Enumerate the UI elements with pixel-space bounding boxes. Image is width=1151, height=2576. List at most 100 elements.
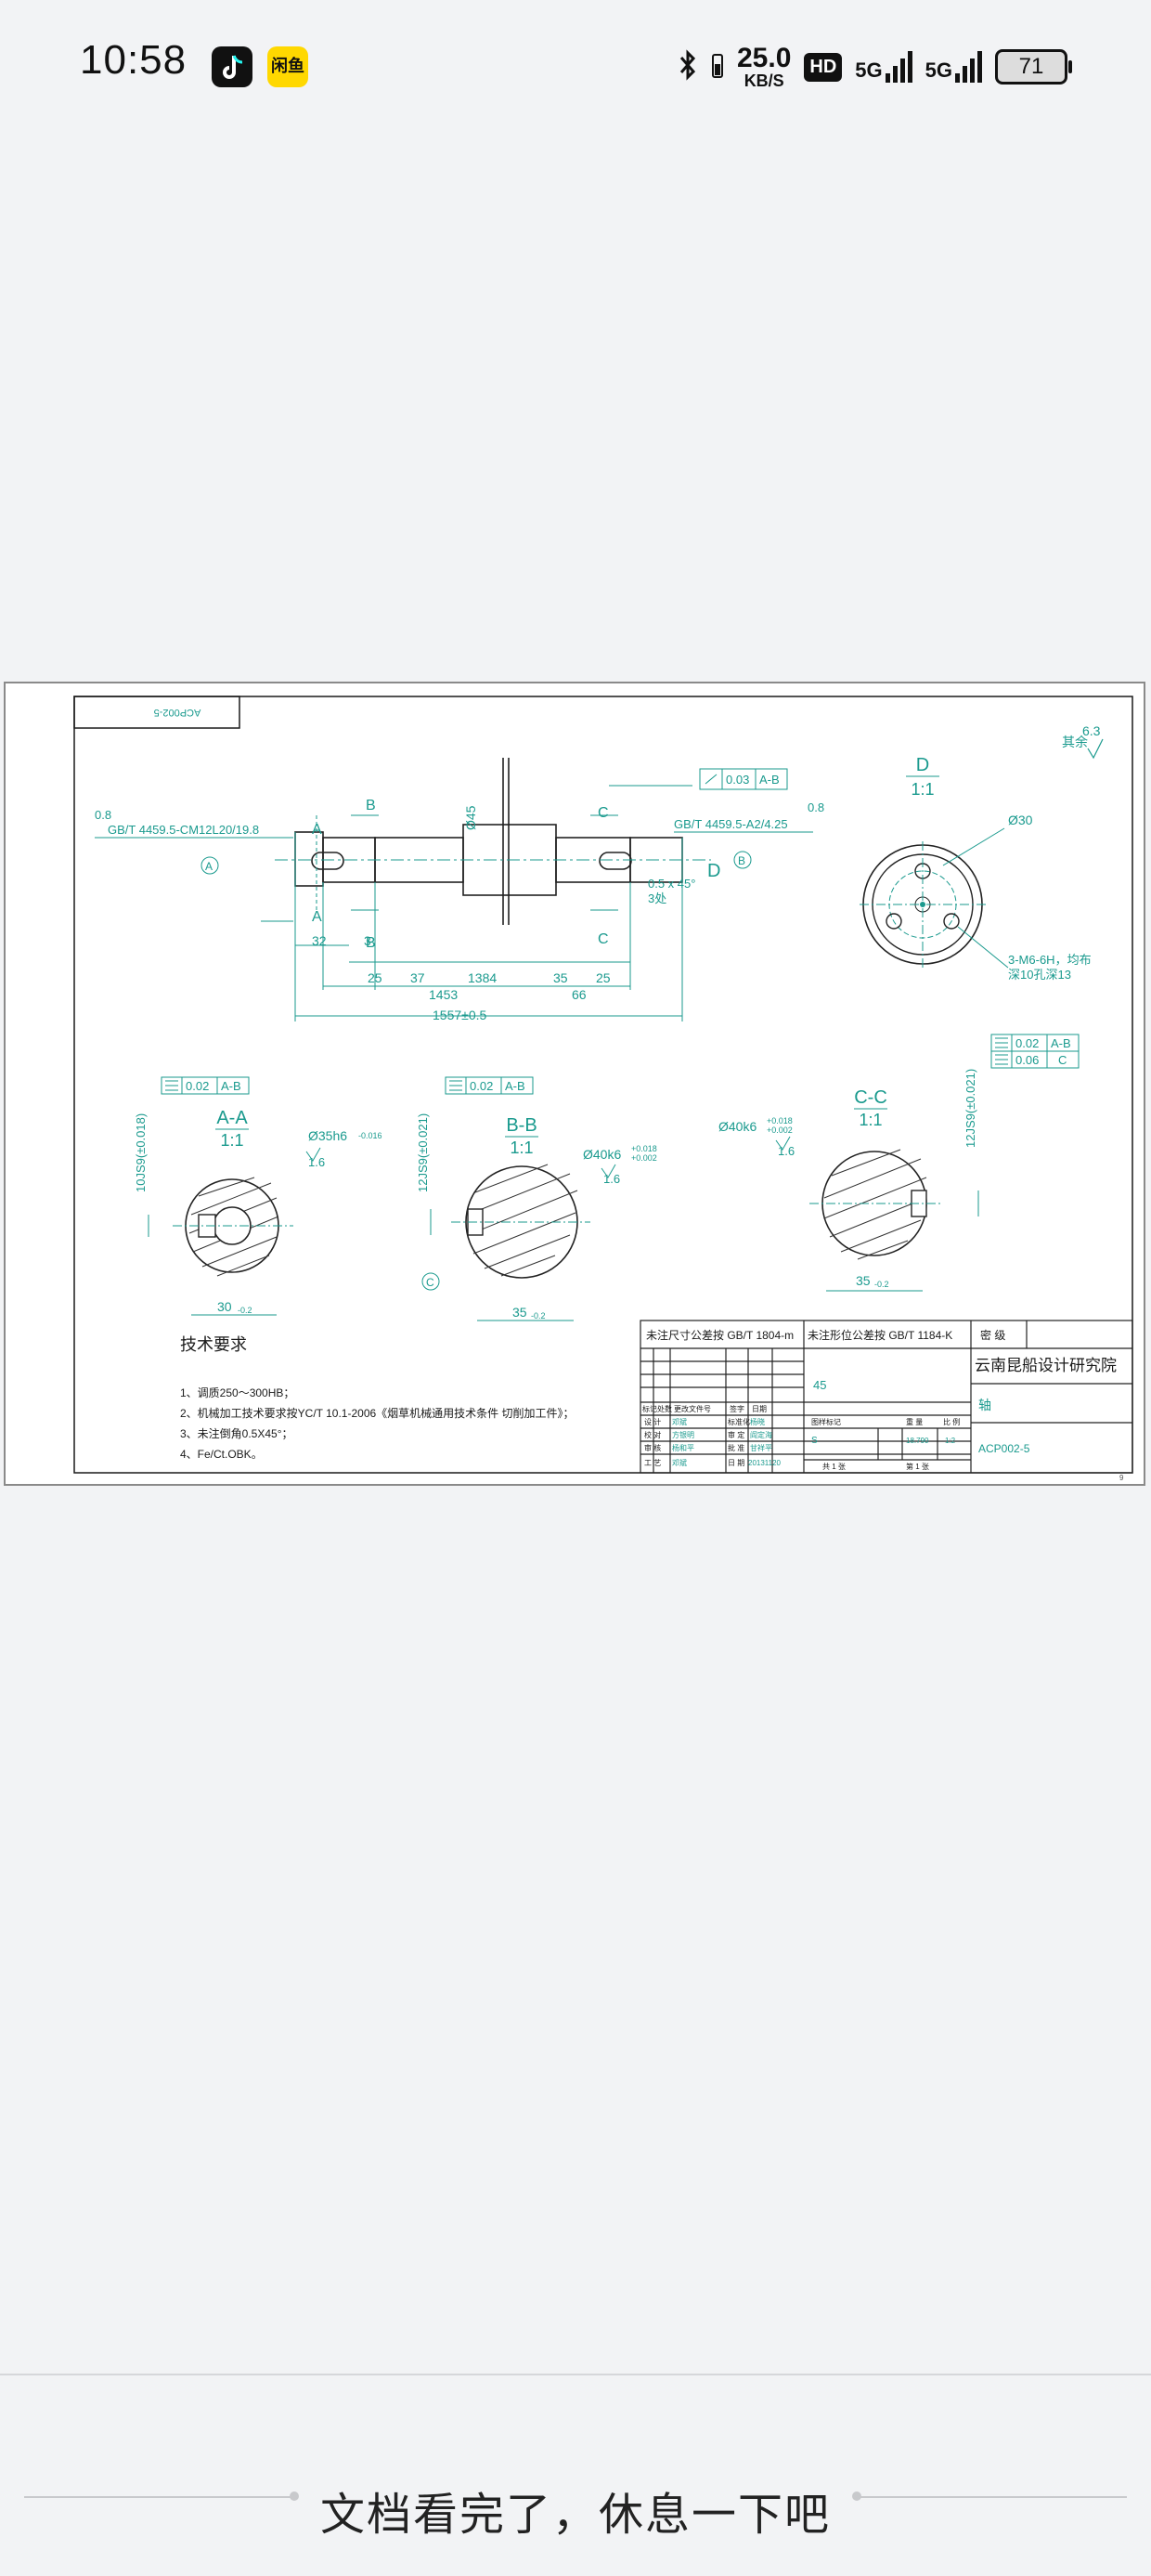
svg-text:35: 35 [856,1273,871,1288]
section-label-b-top: B [366,798,376,813]
svg-text:C: C [426,1276,434,1289]
svg-text:18.790: 18.790 [906,1437,929,1445]
svg-text:+0.018: +0.018 [767,1116,793,1125]
right-center-hole-note: GB/T 4459.5-A2/4.25 [674,817,788,831]
top-tolerance-frame: 0.03 A-B [699,768,788,790]
roughness-main: 6.3 [1082,723,1101,738]
svg-text:工 艺: 工 艺 [644,1459,661,1467]
svg-text:25: 25 [368,970,382,985]
svg-text:未注形位公差按 GB/T 1184-K: 未注形位公差按 GB/T 1184-K [808,1328,952,1342]
left-center-hole-note: GB/T 4459.5-CM12L20/19.8 [108,823,259,837]
section-aa: 0.02 A-B A-A 1:1 Ø35h6 -0.016 1.6 10JS9(… [134,1076,382,1316]
svg-text:25: 25 [596,970,611,985]
svg-text:批 准: 批 准 [728,1443,744,1452]
view-d: D 1:1 Ø30 3-M6-6H，均布 深10孔深13 [860,755,1092,982]
page-number: 9 [1119,1474,1124,1482]
shaft-main-view [294,758,683,925]
divider-right [858,2496,1127,2498]
svg-text:-0.2: -0.2 [874,1280,889,1289]
section-cc: C-C 1:1 Ø40k6 +0.018 +0.002 1.6 0.02 A-B… [718,1034,1080,1292]
svg-text:邓斌: 邓斌 [672,1417,687,1426]
svg-text:0.02: 0.02 [470,1079,493,1093]
section-label-a-bottom: A [312,909,322,925]
datum-a-circle [200,856,219,875]
svg-text:D: D [916,755,929,775]
svg-text:审 定: 审 定 [728,1430,744,1439]
svg-text:A-B: A-B [505,1079,525,1093]
end-of-document-banner: 文档看完了，休息一下吧 [0,2374,1151,2576]
svg-text:标准化: 标准化 [728,1417,750,1426]
dimension-labels: 32 3 25 37 1384 35 25 1453 66 1557±0.5 [312,933,611,1022]
svg-text:A-B: A-B [221,1079,241,1093]
svg-text:Ø30: Ø30 [1008,813,1033,827]
roughness-symbol [1087,738,1104,760]
section-label-a-top: A [312,822,322,838]
svg-text:ACP002-5: ACP002-5 [978,1442,1030,1455]
svg-text:0.02: 0.02 [1015,1036,1039,1050]
svg-text:技术要求: 技术要求 [180,1335,247,1355]
svg-text:0.03: 0.03 [726,773,749,787]
divider-dot-right [852,2491,861,2501]
svg-text:Ø40k6: Ø40k6 [718,1119,757,1134]
right-roughness: 0.8 [808,800,824,814]
svg-text:Ø40k6: Ø40k6 [583,1147,621,1162]
status-bar: 10:58 闲鱼 25.0 KB/S HD 5G 5G 71 [0,0,1151,139]
svg-text:密 级: 密 级 [980,1328,1005,1342]
divider-left [24,2496,293,2498]
svg-text:方银明: 方银明 [672,1430,694,1439]
svg-text:C: C [1058,1053,1067,1067]
svg-text:1:2: 1:2 [945,1437,956,1445]
network-speed: 25.0 KB/S [737,43,792,90]
svg-text:日 期: 日 期 [728,1459,744,1467]
svg-text:-0.2: -0.2 [238,1306,252,1315]
svg-text:1384: 1384 [468,970,497,985]
svg-text:未注尺寸公差按 GB/T 1804-m: 未注尺寸公差按 GB/T 1804-m [646,1328,794,1342]
chamfer-note: 0.5 x 45° [648,877,695,891]
svg-text:12JS9(±0.021): 12JS9(±0.021) [963,1069,977,1148]
left-roughness: 0.8 [95,808,111,822]
dia45-label: Ø45 [463,805,478,830]
svg-text:图样标记: 图样标记 [811,1417,841,1426]
svg-text:45: 45 [813,1378,826,1392]
svg-text:1453: 1453 [429,987,458,1002]
svg-text:4、Fe/Ct.OBK。: 4、Fe/Ct.OBK。 [180,1448,263,1461]
svg-text:比 例: 比 例 [943,1417,960,1426]
battery-indicator: 71 [995,49,1072,85]
svg-text:杨晓: 杨晓 [750,1417,765,1426]
svg-text:1557±0.5: 1557±0.5 [433,1008,487,1022]
svg-text:邓斌: 邓斌 [672,1458,687,1467]
svg-text:第 1 张: 第 1 张 [906,1462,929,1471]
tiktok-icon [212,46,252,87]
svg-text:+0.018: +0.018 [631,1144,657,1153]
svg-text:C-C: C-C [854,1087,887,1108]
svg-text:1.6: 1.6 [603,1172,620,1186]
document-page[interactable]: ACP002-5 6.3 其余 Ø45 B B C C A A D [4,682,1145,1486]
svg-text:S: S [811,1436,818,1446]
svg-text:A-B: A-B [1051,1036,1071,1050]
hd-voice-icon: HD [804,52,843,82]
svg-text:Ø35h6: Ø35h6 [308,1128,347,1143]
section-label-c-top: C [598,805,609,821]
svg-text:1:1: 1:1 [859,1111,882,1129]
xianyu-icon: 闲鱼 [267,46,308,87]
svg-text:0.06: 0.06 [1015,1053,1039,1067]
svg-text:标记处数: 标记处数 [642,1404,672,1413]
svg-text:审 核: 审 核 [644,1443,661,1452]
section-label-b-bottom: B [366,935,376,951]
svg-text:B-B: B-B [506,1115,537,1136]
svg-text:35: 35 [553,970,568,985]
svg-text:1:1: 1:1 [220,1131,243,1150]
view-label-d: D [707,861,720,881]
signal-sim2: 5G [925,51,982,83]
svg-text:签字: 签字 [730,1404,744,1413]
svg-text:共 1 张: 共 1 张 [822,1463,846,1471]
svg-text:设 计: 设 计 [644,1417,661,1426]
svg-text:更改文件号: 更改文件号 [674,1404,711,1413]
svg-text:3、未注倒角0.5X45°；: 3、未注倒角0.5X45°； [180,1426,293,1440]
svg-text:A: A [205,860,213,873]
svg-text:1:1: 1:1 [510,1138,533,1157]
datum-b-circle [733,851,752,869]
divider-dot-left [290,2491,299,2501]
title-block: 未注尺寸公差按 GB/T 1804-m 未注形位公差按 GB/T 1184-K … [640,1320,1133,1474]
battery-saver-icon [711,51,724,84]
